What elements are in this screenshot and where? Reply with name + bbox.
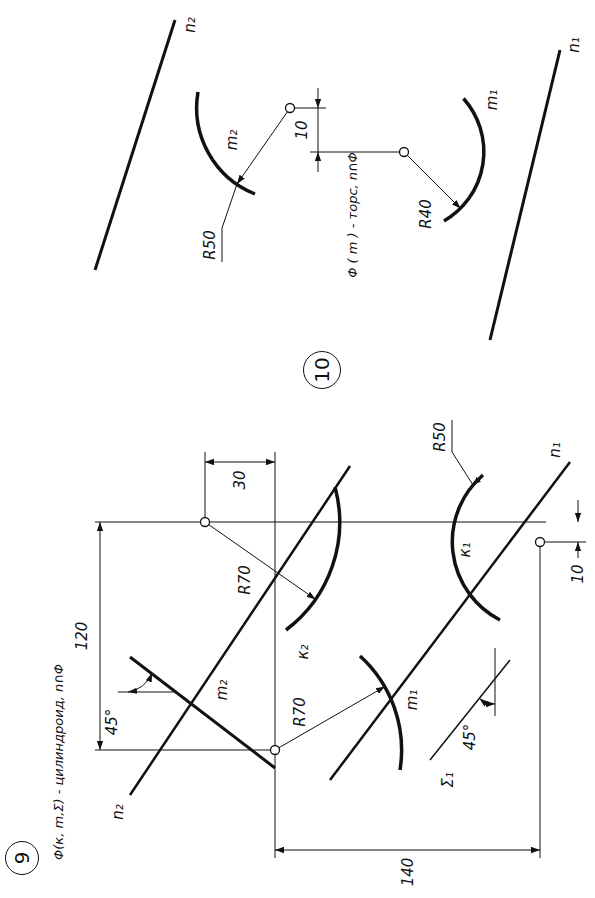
dimension-line — [318, 108, 319, 152]
extension-line — [95, 750, 275, 751]
drawing-label: n₁ — [548, 442, 563, 458]
angle-reference — [118, 692, 175, 693]
extension-line — [540, 542, 541, 858]
curve-m1 — [444, 99, 484, 222]
curve-k1 — [452, 475, 500, 620]
dimension-line — [578, 542, 579, 558]
drawing-label: m₂ — [225, 130, 240, 151]
drawing-label: 10 — [571, 564, 586, 583]
drawing-label: 10 — [295, 120, 310, 139]
line-n2 — [95, 20, 175, 270]
leader-line — [237, 108, 290, 184]
point — [400, 148, 409, 157]
drawing-label: к₂ — [296, 644, 311, 659]
drawing-label: n₂ — [183, 17, 198, 33]
angle-arc — [128, 673, 152, 692]
point — [201, 518, 210, 527]
task-title: Φ ( m ) - торс, n∩Φ — [346, 152, 359, 278]
dimension-line — [205, 462, 275, 463]
drawing-label: n₂ — [111, 804, 126, 820]
task-number: 10 — [312, 357, 332, 382]
angle-reference — [495, 648, 496, 716]
drawing-label: 30 — [233, 470, 248, 489]
plane-sigma — [430, 660, 510, 760]
drawing-label: R50 — [203, 230, 218, 260]
extension-line — [275, 452, 276, 858]
drawing-label: к₁ — [458, 542, 473, 557]
task-title: Φ(к, m,Σ) - цилиндроид, n∩Φ — [52, 664, 65, 860]
line-n1 — [490, 50, 560, 340]
dimension-line — [275, 850, 540, 851]
extension-line — [540, 542, 586, 543]
extension-line — [290, 108, 326, 109]
task-number-circle: 9 — [5, 841, 39, 875]
drawing-label: 140 — [401, 858, 416, 887]
leader-line — [205, 522, 316, 599]
curve-m1 — [360, 656, 402, 770]
drawing-label: R70 — [293, 697, 308, 727]
angle-arc — [479, 699, 495, 705]
drawing-label: m₁ — [485, 90, 500, 111]
extension-line — [95, 522, 546, 523]
leader-line — [472, 485, 473, 486]
leader-line — [452, 420, 473, 485]
drawing-label: 120 — [75, 622, 90, 651]
drawing-label: R40 — [419, 199, 434, 229]
dimension-line — [100, 522, 101, 750]
drawing-label: 45° — [463, 724, 478, 751]
task-number: 9 — [12, 852, 32, 865]
drawing-label: m₁ — [405, 690, 420, 711]
drawing-label: n₁ — [567, 37, 582, 53]
drawing-label: R50 — [433, 422, 448, 452]
leader-line — [275, 687, 385, 751]
curve-m2 — [197, 92, 255, 194]
task-number-circle: 10 — [303, 351, 341, 389]
curve-k2 — [286, 487, 340, 630]
drawing-label: m₂ — [215, 680, 230, 701]
dimension-line — [318, 88, 319, 108]
line-n2 — [130, 466, 350, 795]
dimension-line — [578, 500, 579, 522]
point — [286, 104, 295, 113]
drawing-label: R70 — [238, 565, 253, 595]
drawing-label: Σ₁ — [441, 772, 456, 788]
point — [536, 538, 545, 547]
line-n1 — [330, 462, 570, 780]
dimension-line — [318, 152, 319, 172]
point — [271, 746, 280, 755]
drawing-label: 45° — [105, 709, 120, 736]
leader-line — [222, 184, 237, 262]
